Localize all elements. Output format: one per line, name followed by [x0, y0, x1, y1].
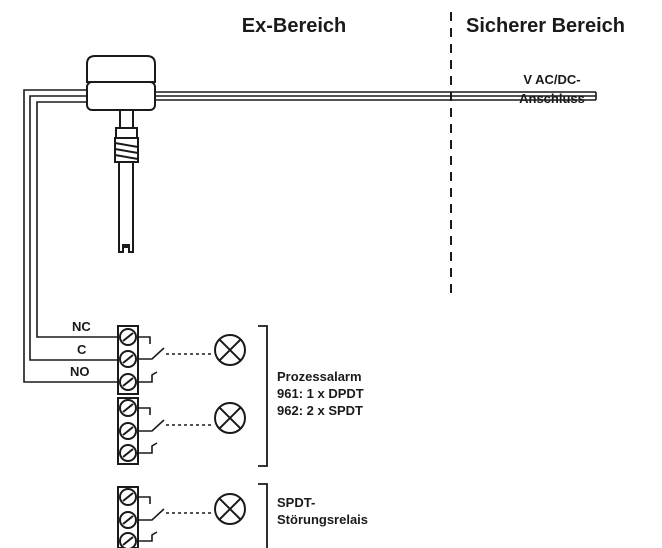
process-alarm-label-3: 962: 2 x SPDT	[277, 403, 363, 418]
terminal-c-label: C	[77, 342, 87, 357]
level-switch-device	[86, 55, 156, 253]
process-alarm-label-1: Prozessalarm	[277, 369, 362, 384]
relay-block-3	[117, 486, 246, 548]
power-label-line2: Anschluss	[519, 91, 585, 106]
terminal-no-label: NO	[70, 364, 90, 379]
terminal-nc-label: NC	[72, 319, 91, 334]
relay-block-1	[117, 325, 246, 395]
relay-block-2	[117, 397, 246, 465]
relay-cable	[23, 89, 118, 383]
lamp-icon	[214, 334, 246, 366]
fault-relay-label-1: SPDT-	[277, 495, 315, 510]
process-alarm-label-2: 961: 1 x DPDT	[277, 386, 364, 401]
ex-area-label: Ex-Bereich	[242, 15, 347, 37]
fault-relay-bracket	[258, 483, 268, 548]
lamp-icon	[214, 402, 246, 434]
fault-relay-label-2: Störungsrelais	[277, 512, 368, 527]
lamp-icon	[214, 493, 246, 525]
power-cable	[155, 91, 597, 101]
process-alarm-bracket	[258, 325, 268, 467]
safe-area-label: Sicherer Bereich	[466, 15, 625, 37]
power-label-line1: V AC/DC-	[523, 72, 580, 87]
